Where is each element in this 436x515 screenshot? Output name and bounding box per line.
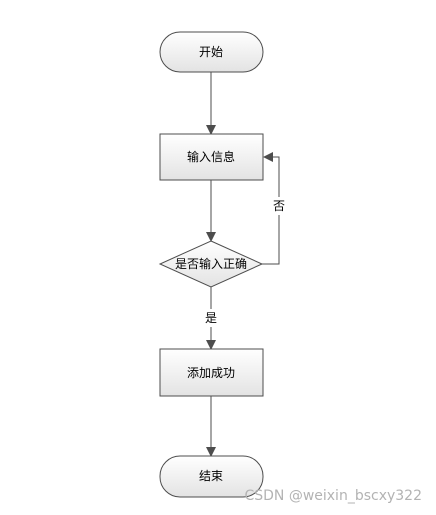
edge-label-yes: 是 — [205, 311, 217, 325]
decision-shape — [158, 240, 264, 288]
node-start-label: 开始 — [199, 45, 223, 59]
node-input: 输入信息 — [159, 133, 264, 181]
edge-label-yes-bg — [203, 309, 219, 327]
process-shape — [159, 133, 264, 181]
edge-label-no-bg — [271, 197, 287, 215]
terminator-shape — [159, 31, 264, 73]
node-check-label: 是否输入正确 — [175, 256, 247, 271]
node-success-label: 添加成功 — [187, 366, 235, 380]
node-success: 添加成功 — [159, 348, 264, 397]
node-check: 是否输入正确 — [158, 240, 264, 288]
node-input-label: 输入信息 — [187, 149, 235, 164]
node-end: 结束 — [159, 455, 264, 498]
node-start: 开始 — [159, 31, 264, 73]
edge-label-no: 否 — [273, 199, 285, 213]
terminator-shape — [159, 455, 264, 498]
watermark-text: CSDN @weixin_bscxy322 — [244, 488, 422, 504]
node-end-label: 结束 — [199, 469, 223, 483]
process-shape — [159, 348, 264, 397]
